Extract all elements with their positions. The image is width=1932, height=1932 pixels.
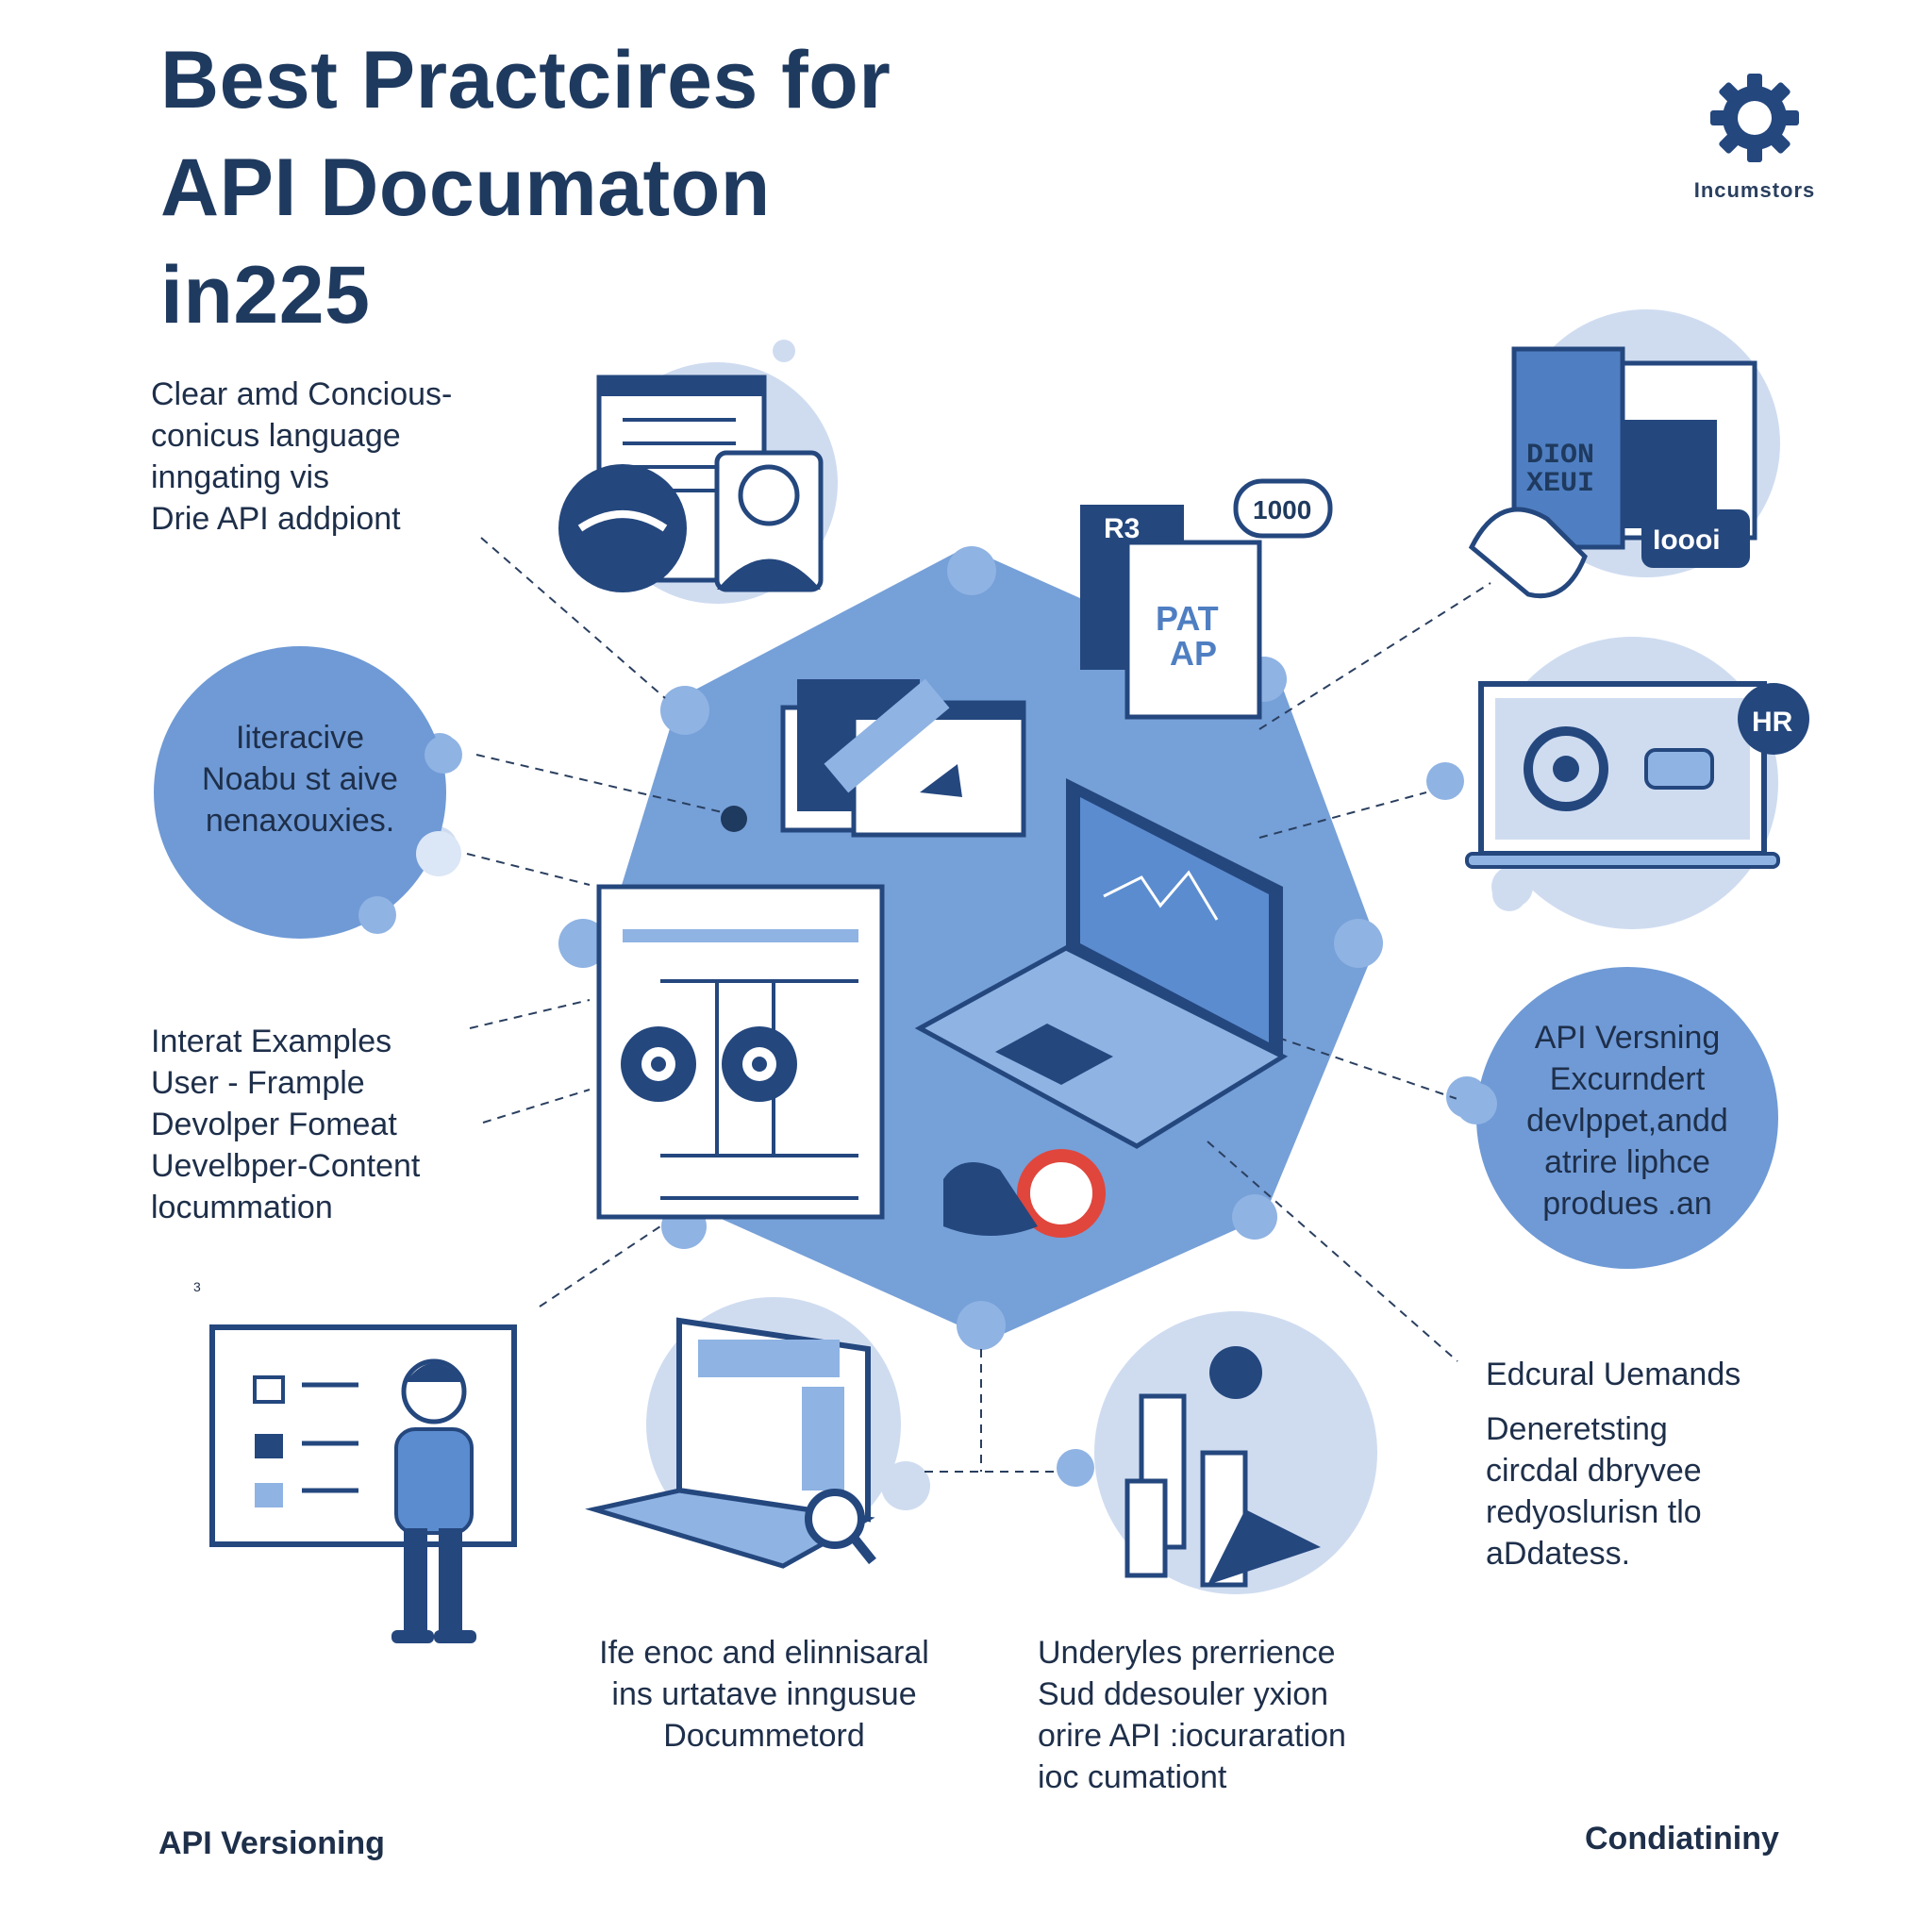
footer-right-label: Condiatininy xyxy=(1585,1821,1779,1857)
title-line-1: Best Practcires for xyxy=(160,35,891,125)
page-title: Best Practcires for API Documaton in225 xyxy=(160,26,891,349)
interactive-line-1: Iiteracive xyxy=(235,720,365,756)
examples-line-1: Interat Examples xyxy=(151,1024,392,1059)
speech-1000-text: 1000 xyxy=(1253,495,1311,525)
doc-text-line-2: AP xyxy=(1170,634,1217,673)
bottom-right-line-2: Sud ddesouler yxion xyxy=(1038,1676,1329,1712)
callout-clear-line-2: conicus language xyxy=(151,418,401,454)
examples-line-5: locummation xyxy=(151,1190,333,1225)
tablet-text-line-2: XEUI xyxy=(1526,468,1594,500)
edu-line-1: Deneretsting xyxy=(1486,1411,1668,1447)
bottom-center-line-3: Docummetord xyxy=(663,1718,865,1754)
versioning-line-4: atrire liphce xyxy=(1544,1144,1710,1180)
callout-interactive-bubble: Iiteracive Noabu st aive nenaxouxies. xyxy=(154,717,446,841)
edu-title: Edcural Uemands xyxy=(1486,1357,1741,1392)
doc-badge-text: R3 xyxy=(1104,513,1140,544)
callout-interactive-examples: Interat Examples User - Frample Devolper… xyxy=(151,1021,420,1228)
callout-clear-line-4: Drie API addpiont xyxy=(151,501,401,537)
interactive-line-3: nenaxouxies. xyxy=(205,803,395,839)
callout-bottom-right: Underyles prerrience Sud ddesouler yxion… xyxy=(1038,1632,1346,1798)
versioning-line-1: API Versning xyxy=(1534,1020,1721,1056)
edu-line-4: aDdatess. xyxy=(1486,1536,1631,1572)
bottom-center-line-1: Ife enoc and elinnisaral xyxy=(599,1635,929,1671)
interactive-line-2: Noabu st aive xyxy=(202,761,398,797)
bottom-center-line-2: ins urtatave inngusue xyxy=(611,1676,917,1712)
doc-text-line-1: PAT xyxy=(1156,599,1219,638)
brand-label: Incumstors xyxy=(1693,178,1816,202)
edu-line-2: circdal dbryvee xyxy=(1486,1453,1702,1489)
tablet-text-line-1: DION xyxy=(1526,440,1594,472)
callout-clear-line-1: Clear amd Concious- xyxy=(151,376,453,412)
callout-bottom-center: Ife enoc and elinnisaral ins urtatave in… xyxy=(557,1632,972,1757)
edu-line-3: redyoslurisn tlo xyxy=(1486,1494,1702,1530)
callout-clear-language: Clear amd Concious- conicus language inn… xyxy=(151,374,452,540)
footer-left-label: API Versioning xyxy=(158,1825,385,1861)
title-line-2: API Documaton xyxy=(160,142,771,233)
callout-clear-line-3: inngating vis xyxy=(151,459,330,495)
title-line-3: in225 xyxy=(160,250,371,341)
brand-logo: Incumstors xyxy=(1660,66,1849,203)
bottom-right-line-4: ioc cumationt xyxy=(1038,1759,1227,1795)
small-mark: 3 xyxy=(193,1279,201,1294)
versioning-line-5: produes .an xyxy=(1542,1186,1712,1222)
examples-line-4: Uevelbper-Content xyxy=(151,1148,421,1184)
callout-educational: Edcural Uemands Deneretsting circdal dbr… xyxy=(1486,1354,1740,1574)
versioning-line-3: devlppet,andd xyxy=(1526,1103,1728,1139)
laptop-badge-text: HR xyxy=(1752,707,1793,738)
bottom-right-line-3: orire API :iocuraration xyxy=(1038,1718,1346,1754)
phone-badge-text: Ioooi xyxy=(1653,525,1721,556)
examples-line-2: User - Frample xyxy=(151,1065,365,1101)
gear-icon xyxy=(1710,74,1799,162)
examples-line-3: Devolper Fomeat xyxy=(151,1107,397,1142)
versioning-line-2: Excurndert xyxy=(1549,1061,1706,1097)
callout-versioning-bubble: API Versning Excurndert devlppet,andd at… xyxy=(1486,1017,1769,1224)
bottom-right-line-1: Underyles prerrience xyxy=(1038,1635,1336,1671)
